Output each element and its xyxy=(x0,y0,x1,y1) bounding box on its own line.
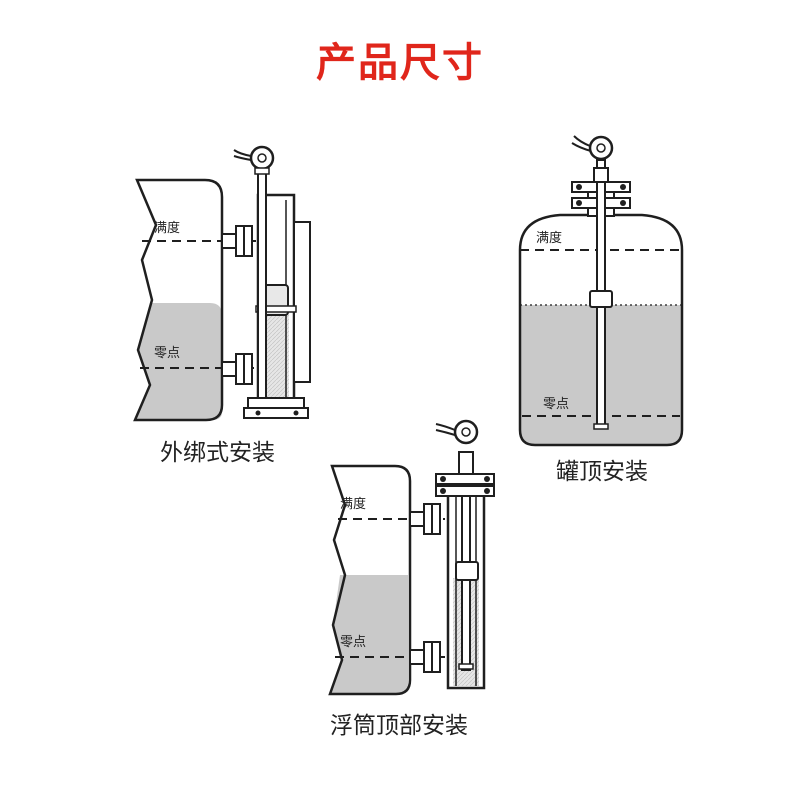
tank-top-caption: 罐顶安装 xyxy=(556,459,648,485)
page-title: 产品尺寸 xyxy=(316,40,484,86)
external-mount-caption: 外绑式安装 xyxy=(160,440,275,466)
cage-top-diagram: 满度 零点 xyxy=(328,419,495,696)
zero-level-label: 零点 xyxy=(340,635,366,650)
external-mount-diagram: 满度 零点 xyxy=(133,145,311,422)
cage-top-caption: 浮筒顶部安装 xyxy=(330,713,468,739)
full-level-label: 满度 xyxy=(536,230,562,246)
tank-wall xyxy=(133,178,224,422)
full-level-label: 满度 xyxy=(154,220,180,236)
zero-level-label: 零点 xyxy=(154,346,180,361)
tank-wall xyxy=(518,213,684,447)
tank-liquid xyxy=(330,575,408,693)
tank-top-diagram: 满度 零点 xyxy=(518,135,684,447)
zero-level-label: 零点 xyxy=(543,397,569,412)
full-level-label: 满度 xyxy=(340,496,366,512)
tank-liquid xyxy=(135,303,222,420)
tank-wall xyxy=(328,464,412,696)
